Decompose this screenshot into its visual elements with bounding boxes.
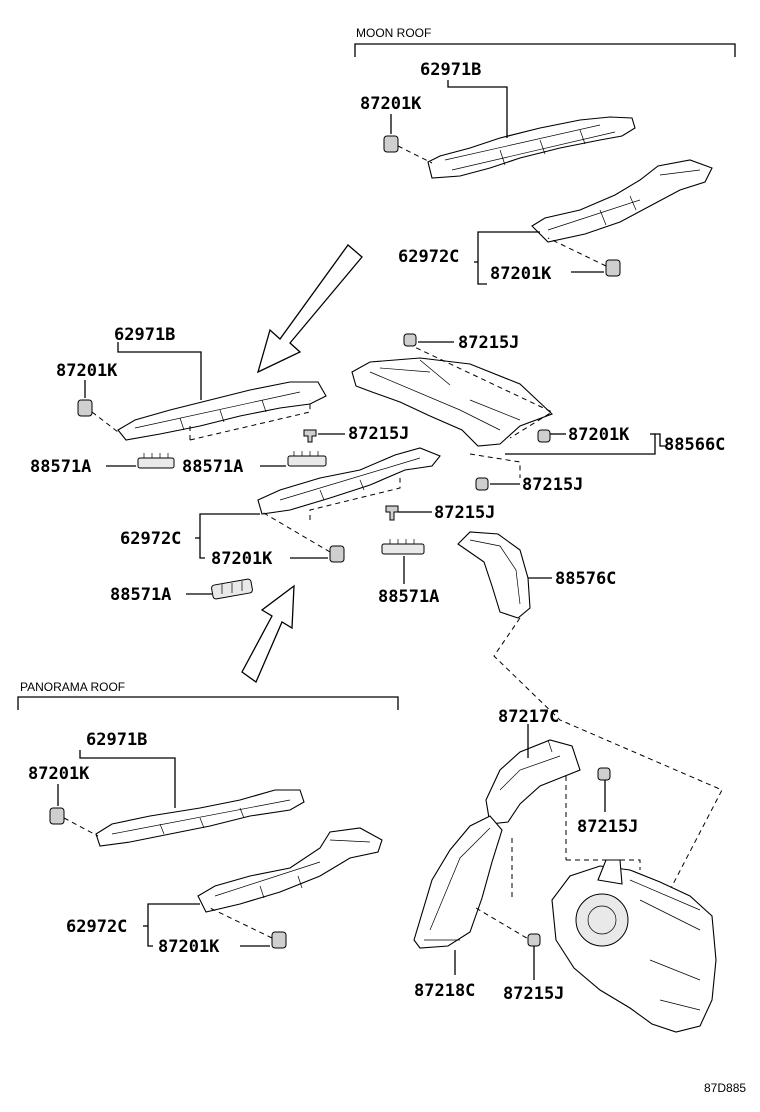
label-std-87201K-a: 87201K xyxy=(56,361,118,381)
hvac-section: 87217C 87215J 87218C 87215J xyxy=(413,707,717,1033)
label-hvac-87215J-b: 87215J xyxy=(503,984,564,1004)
label-std-88571A-c: 88571A xyxy=(110,585,171,605)
hvac-duct-87218C xyxy=(413,815,503,949)
center-clip-right xyxy=(537,429,551,443)
standard-screw xyxy=(303,429,317,443)
moon-roof-duct-62972C xyxy=(531,159,713,243)
label-hvac-87218C: 87218C xyxy=(414,981,475,1001)
label-duct-88566C: 88566C xyxy=(664,435,725,455)
standard-duct-62971B xyxy=(117,381,327,441)
panorama-clip-b xyxy=(271,931,287,949)
label-duct-87215J-top: 87215J xyxy=(458,333,519,353)
standard-duct-62972C xyxy=(257,447,441,515)
hvac-blower xyxy=(575,893,629,947)
moon-roof-heading: MOON ROOF xyxy=(356,26,431,40)
label-std-62972C: 62972C xyxy=(120,529,181,549)
center-screw xyxy=(385,505,399,521)
hvac-clip-a xyxy=(597,767,611,781)
center-duct-section: 87215J 87201K 88566C 87215J 87215J 88571… xyxy=(351,333,725,891)
center-duct-88576C xyxy=(457,531,531,619)
label-std-87215J: 87215J xyxy=(348,424,409,444)
diagram-code: 87D885 xyxy=(704,1081,746,1095)
hvac-clip-b xyxy=(527,933,541,947)
moon-roof-bracket xyxy=(354,43,736,57)
label-duct-88576C: 88576C xyxy=(555,569,616,589)
label-std-62971B: 62971B xyxy=(114,325,175,345)
standard-clip-strip-a xyxy=(137,453,175,469)
label-pano-62971B: 62971B xyxy=(86,730,147,750)
standard-clip-b xyxy=(329,545,345,563)
label-pano-87201K-b: 87201K xyxy=(158,937,220,957)
moon-roof-clip-b xyxy=(547,237,621,277)
label-std-88571A-b: 88571A xyxy=(182,457,243,477)
standard-clip-strip-b xyxy=(287,451,327,467)
standard-clip-a xyxy=(77,399,93,417)
panorama-roof-section: PANORAMA ROOF 62971B 87201K 62972C 87201… xyxy=(17,680,399,957)
panorama-duct-62972C xyxy=(197,827,383,913)
moon-roof-duct-62971B xyxy=(427,116,636,179)
panorama-roof-heading: PANORAMA ROOF xyxy=(20,680,125,694)
label-duct-87215J-low: 87215J xyxy=(434,503,495,523)
center-clip-strip xyxy=(381,539,425,555)
center-clip-low xyxy=(475,477,489,491)
label-duct-88571A: 88571A xyxy=(378,587,439,607)
panorama-roof-bracket xyxy=(17,696,399,710)
label-std-87201K-b: 87201K xyxy=(211,549,273,569)
label-pano-87201K-a: 87201K xyxy=(28,764,90,784)
label-pano-62972C: 62972C xyxy=(66,917,127,937)
panorama-clip-a xyxy=(49,807,65,825)
hvac-duct-87217C xyxy=(485,739,581,825)
label-moon-87201K-a: 87201K xyxy=(360,94,422,114)
center-clip-top xyxy=(403,333,417,347)
standard-clip-strip-c xyxy=(211,578,253,600)
label-std-88571A-a: 88571A xyxy=(30,457,91,477)
center-duct-88566C xyxy=(351,357,554,447)
moon-roof-section: MOON ROOF 62971B 87201K 62972C 87201K xyxy=(354,26,736,285)
panorama-roof-arrow xyxy=(241,584,295,683)
label-moon-62972C: 62972C xyxy=(398,247,459,267)
label-hvac-87217C: 87217C xyxy=(498,707,559,727)
label-duct-87215J-mid: 87215J xyxy=(522,475,583,495)
moon-roof-clip-a xyxy=(383,135,433,164)
hvac-unit xyxy=(551,865,717,1033)
label-moon-62971B: 62971B xyxy=(420,60,481,80)
label-moon-87201K-b: 87201K xyxy=(490,264,552,284)
moon-roof-arrow xyxy=(256,244,363,374)
standard-roof-section: 62971B 87201K 87215J 88571A 88571A 62972… xyxy=(30,325,441,605)
label-duct-87201K: 87201K xyxy=(568,425,630,445)
label-hvac-87215J-a: 87215J xyxy=(577,817,638,837)
